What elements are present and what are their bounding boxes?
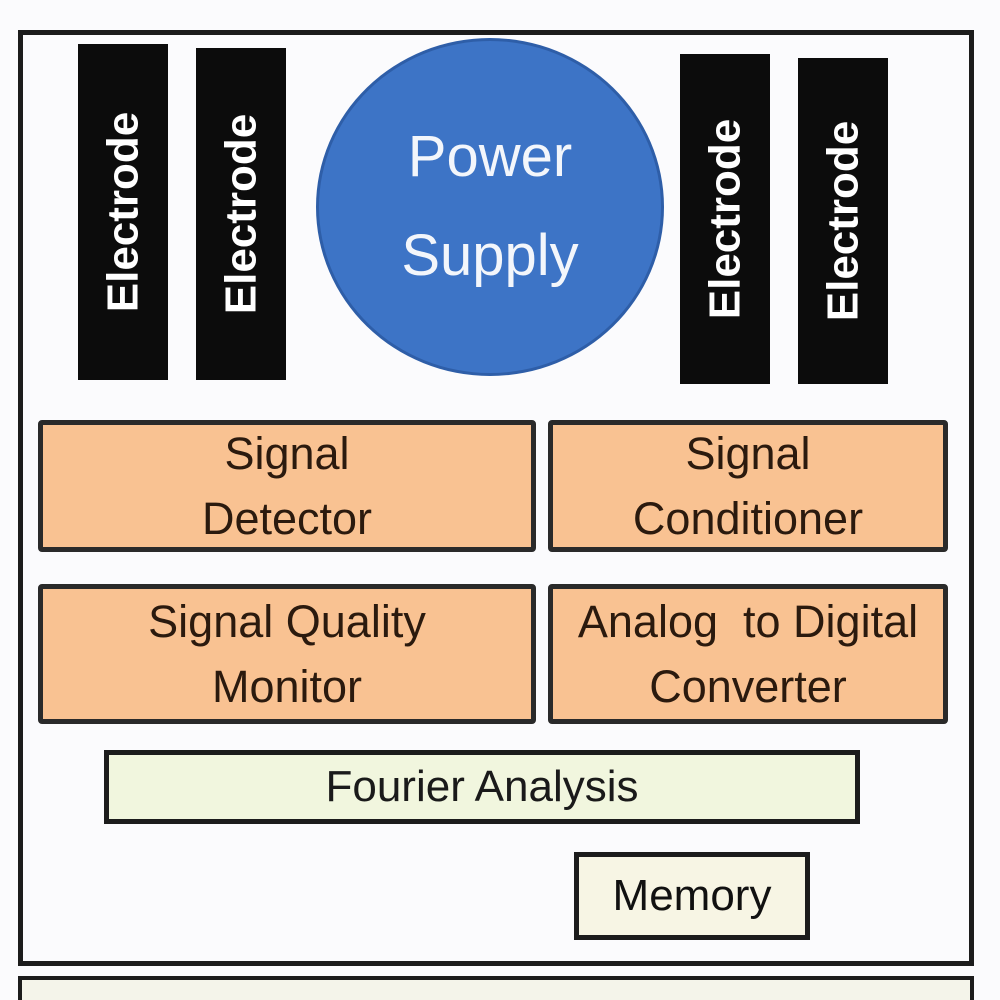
electrode-2: Electrode — [196, 48, 286, 380]
electrode-1: Electrode — [78, 44, 168, 380]
signal-detector-line2: Detector — [201, 493, 373, 544]
adc-line1: Analog to Digital — [577, 595, 919, 647]
signal-quality-monitor-line2: Monitor — [211, 661, 363, 712]
electrode-3-label: Electrode — [700, 118, 750, 320]
signal-detector-block: Signal Detector — [38, 420, 536, 552]
signal-conditioner-line1: Signal — [685, 427, 811, 479]
adc-line2: Converter — [649, 661, 847, 712]
fourier-analysis-block: Fourier Analysis — [104, 750, 860, 824]
fourier-analysis-label: Fourier Analysis — [325, 762, 639, 811]
electrode-2-label: Electrode — [216, 113, 266, 315]
signal-conditioner-line2: Conditioner — [632, 493, 864, 544]
memory-label: Memory — [612, 871, 772, 920]
memory-block: Memory — [574, 852, 810, 940]
electrode-3: Electrode — [680, 54, 770, 384]
signal-detector-line1: Signal — [224, 427, 350, 479]
electrode-1-label: Electrode — [98, 111, 148, 313]
adc-block: Analog to Digital Converter — [548, 584, 948, 724]
power-supply-line2: Supply — [401, 223, 579, 288]
electrode-4: Electrode — [798, 58, 888, 384]
electrode-4-label: Electrode — [818, 120, 868, 322]
signal-quality-monitor-block: Signal Quality Monitor — [38, 584, 536, 724]
signal-conditioner-block: Signal Conditioner — [548, 420, 948, 552]
bottom-strip — [18, 976, 974, 1000]
power-supply-line1: Power — [407, 124, 573, 190]
signal-quality-monitor-line1: Signal Quality — [148, 595, 426, 647]
power-supply-node: Power Supply — [316, 38, 664, 376]
